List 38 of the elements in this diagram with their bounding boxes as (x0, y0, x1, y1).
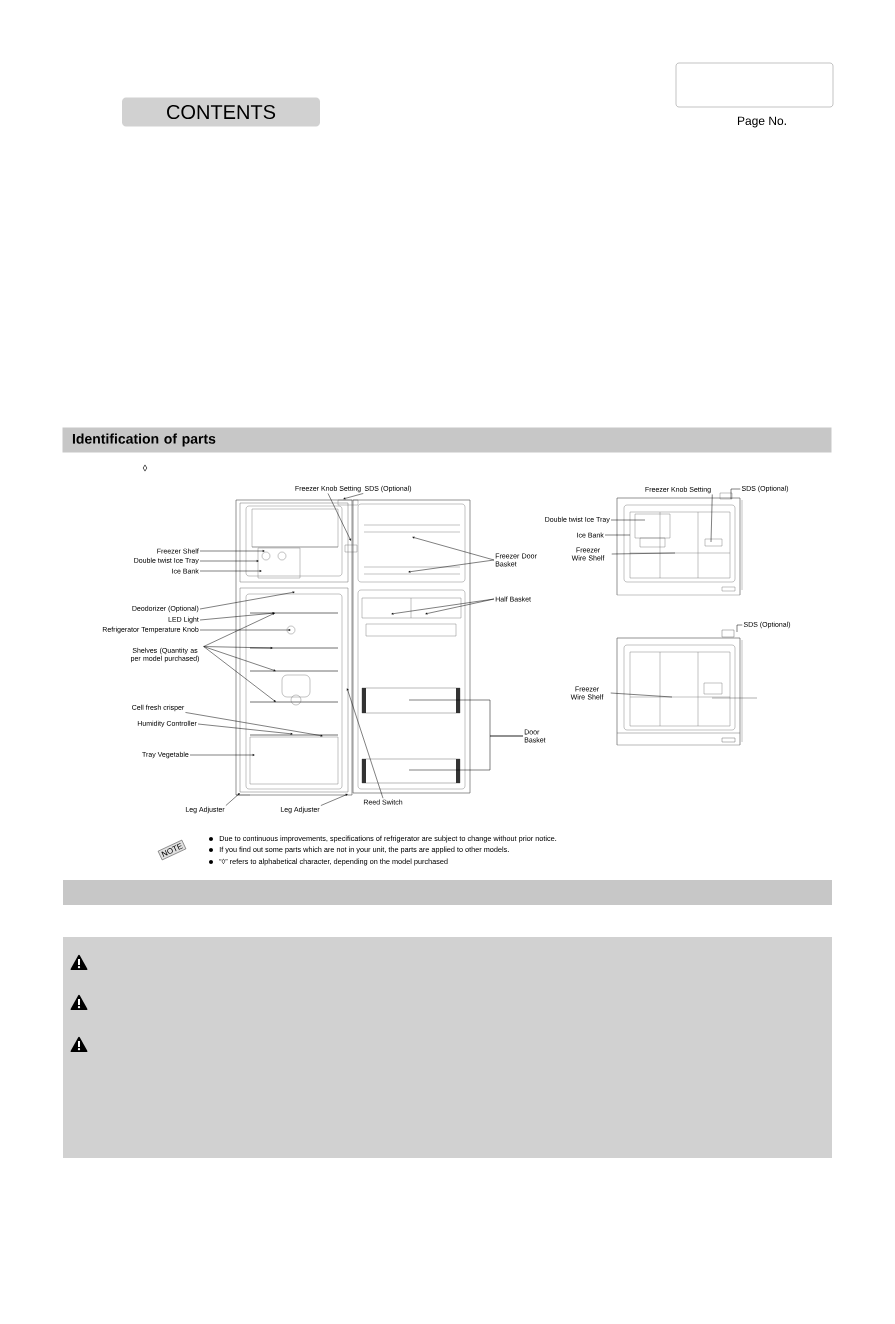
leader-arrow (199, 570, 262, 572)
leader-arrow (343, 493, 364, 500)
leader-arrow (320, 794, 348, 806)
page-number-label: Page No. (738, 116, 786, 128)
leader-arrow (203, 613, 275, 647)
leader-arrow (199, 591, 295, 610)
refrigerator-drawing (235, 499, 471, 796)
leader-arrow (203, 646, 276, 702)
leader-line (710, 494, 713, 543)
freezer-drawing (616, 492, 743, 596)
leader-arrow (197, 723, 293, 735)
leader-line (408, 735, 524, 771)
section-heading: Identification of parts (62, 427, 832, 453)
leader-arrow (327, 493, 351, 541)
leader-line (736, 624, 743, 633)
leader-arrow (408, 559, 495, 573)
leader-arrow (346, 688, 384, 799)
leader-arrow (199, 612, 275, 621)
contents-tab: CONTENTS (122, 97, 320, 127)
leader-line (604, 534, 631, 536)
leader-line (610, 519, 646, 521)
leader-arrow (185, 712, 323, 737)
leader-arrow (412, 536, 495, 561)
leader-arrow (199, 560, 259, 562)
lozenge-symbol: ◊ (142, 464, 148, 472)
freezer-drawing (616, 629, 758, 746)
leader-line (730, 488, 741, 500)
heading-band (63, 880, 832, 905)
leader-line (610, 692, 673, 698)
warning-panel (63, 937, 832, 1158)
leader-arrow (225, 793, 240, 806)
leader-arrow (203, 646, 276, 672)
leader-arrow (425, 598, 495, 615)
leader-line (611, 552, 676, 555)
leader-arrow (203, 646, 273, 649)
leader-arrow (199, 550, 265, 552)
leader-arrow (189, 754, 255, 756)
leader-arrow (199, 629, 291, 631)
